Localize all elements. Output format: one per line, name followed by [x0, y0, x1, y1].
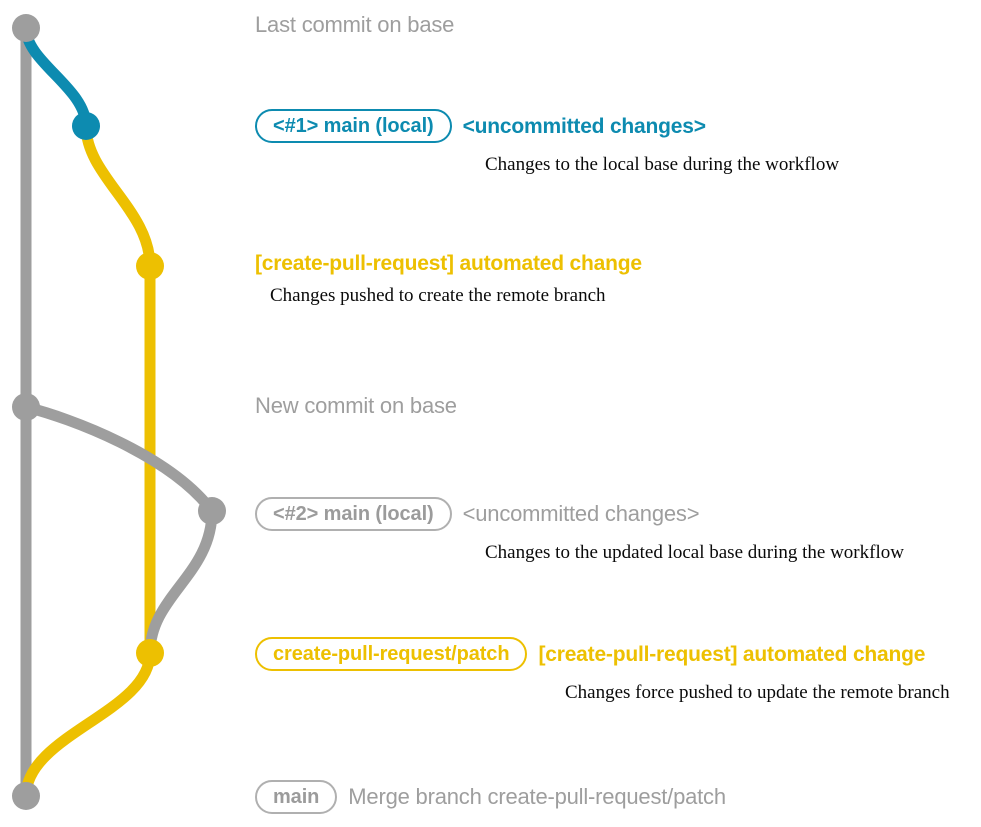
commit-subject: [create-pull-request] automated change	[538, 642, 926, 666]
commit-subject: New commit on base	[255, 393, 457, 418]
branch-pill-create-pull-request-patch[interactable]: create-pull-request/patch	[255, 637, 528, 671]
commit-row-main: <#1> main (local) <uncommitted changes>	[255, 109, 839, 143]
commit-node-base-last	[12, 14, 40, 42]
commit-node-local-2	[198, 497, 226, 525]
commit-row-main: New commit on base	[255, 395, 457, 417]
commit-row-new-commit-on-base: New commit on base	[255, 395, 457, 417]
edge-remote-push-1	[80, 120, 156, 272]
commit-row-local-change-1: <#1> main (local) <uncommitted changes> …	[255, 109, 839, 174]
branch-pill-main-local-1[interactable]: <#1> main (local)	[255, 109, 452, 143]
commit-nodes	[12, 14, 226, 810]
commit-subject: <uncommitted changes>	[462, 501, 700, 526]
commit-note: Changes to the local base during the wor…	[485, 154, 840, 175]
commit-row-last-commit-on-base: Last commit on base	[255, 14, 454, 36]
commit-row-main: <#2> main (local) <uncommitted changes>	[255, 497, 904, 531]
commit-note: Changes pushed to create the remote bran…	[270, 285, 606, 306]
edge-merge-to-base	[20, 647, 156, 802]
commit-row-merge-commit: main Merge branch create-pull-request/pa…	[255, 780, 726, 814]
commit-node-remote-1	[136, 252, 164, 280]
commit-node-remote-2	[136, 639, 164, 667]
commit-row-local-change-2: <#2> main (local) <uncommitted changes> …	[255, 497, 904, 562]
edge-updated-local-to-remote	[144, 505, 218, 659]
commit-subject: <uncommitted changes>	[462, 114, 706, 138]
commit-row-main: Last commit on base	[255, 14, 454, 36]
commit-row-main: main Merge branch create-pull-request/pa…	[255, 780, 726, 814]
commit-row-remote-push-1: [create-pull-request] automated change C…	[255, 253, 642, 305]
commit-subject: Merge branch create-pull-request/patch	[348, 784, 726, 809]
commit-node-local-1	[72, 112, 100, 140]
commit-subject: [create-pull-request] automated change	[255, 252, 642, 275]
commit-row-main: create-pull-request/patch [create-pull-r…	[255, 637, 950, 671]
branch-pill-main-local-2[interactable]: <#2> main (local)	[255, 497, 452, 531]
commit-subject: Last commit on base	[255, 12, 455, 37]
commit-note: Changes force pushed to update the remot…	[565, 682, 950, 703]
commit-node-base-new	[12, 393, 40, 421]
commit-row-remote-push-2: create-pull-request/patch [create-pull-r…	[255, 637, 950, 702]
branch-pill-main[interactable]: main	[255, 780, 338, 814]
commit-node-base-merge	[12, 782, 40, 810]
commit-row-main: [create-pull-request] automated change	[255, 253, 642, 274]
edge-updated-local-branch	[20, 401, 218, 517]
commit-note: Changes to the updated local base during…	[485, 542, 904, 563]
